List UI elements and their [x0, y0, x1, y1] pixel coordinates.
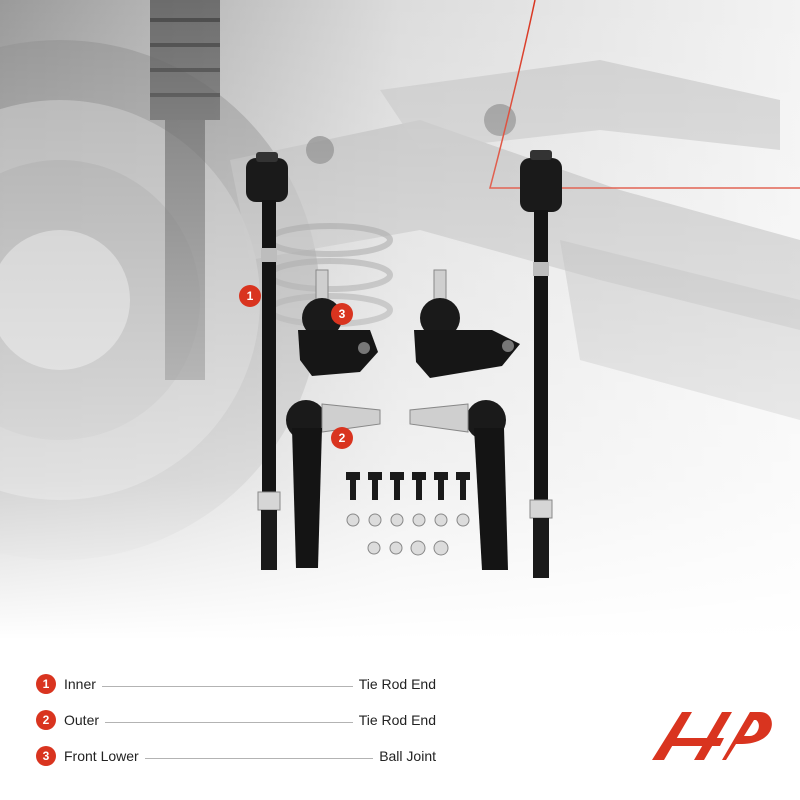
background-suspension-scene — [0, 0, 800, 640]
product-photo: 1 3 2 — [0, 0, 800, 640]
leader-line — [144, 757, 374, 759]
ball-joint-left — [298, 269, 378, 376]
callout-3: 3 — [331, 303, 353, 325]
callout-1: 1 — [239, 285, 261, 307]
callout-2: 2 — [331, 427, 353, 449]
inner-tie-rod-left — [246, 152, 288, 570]
legend-left-label: Front Lower — [64, 748, 139, 764]
legend-row-outer: 2 Outer Tie Rod End — [36, 708, 436, 732]
number-badge: 2 — [36, 710, 56, 730]
svg-text:1: 1 — [247, 289, 254, 303]
leader-line — [101, 685, 353, 687]
leader-line — [105, 721, 353, 723]
number-badge: 1 — [36, 674, 56, 694]
number-badge: 3 — [36, 746, 56, 766]
parts-legend: 1 Inner Tie Rod End 2 Outer Tie Rod End … — [36, 672, 436, 780]
inner-tie-rod-right — [520, 150, 562, 578]
legend-right-label: Tie Rod End — [358, 712, 436, 728]
legend-right-label: Ball Joint — [379, 748, 436, 764]
svg-text:3: 3 — [339, 307, 346, 321]
ball-joint-right — [414, 269, 520, 378]
legend-left-label: Outer — [64, 712, 100, 728]
outer-tie-rod-right — [409, 400, 508, 570]
legend-row-front-lower: 3 Front Lower Ball Joint — [36, 744, 436, 768]
hardware-kit — [346, 472, 470, 556]
brand-logo-icon — [652, 708, 774, 764]
legend-left-label: Inner — [64, 676, 96, 692]
outer-tie-rod-left — [286, 400, 381, 568]
legend-row-inner: 1 Inner Tie Rod End — [36, 672, 436, 696]
svg-text:2: 2 — [339, 431, 346, 445]
legend-right-label: Tie Rod End — [358, 676, 436, 692]
